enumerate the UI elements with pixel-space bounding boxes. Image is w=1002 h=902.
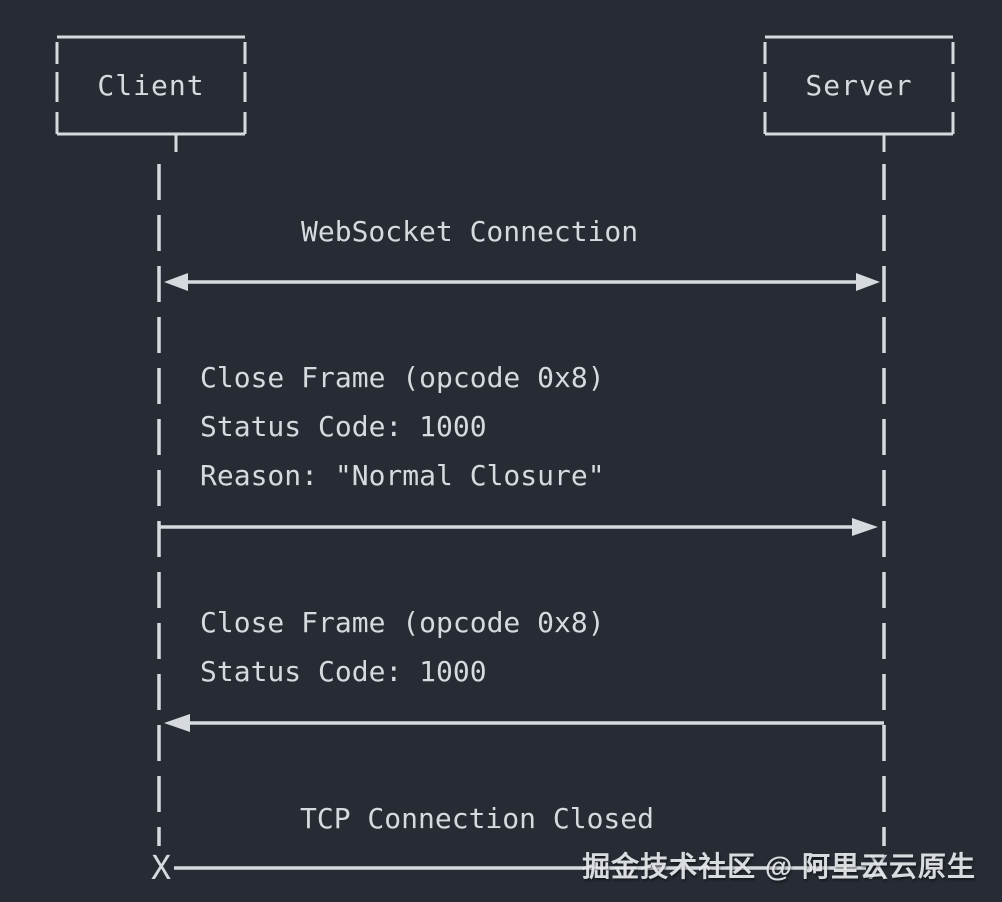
actor-server: Server — [805, 69, 913, 102]
close-frame-2-line-1: Close Frame (opcode 0x8) — [200, 606, 605, 639]
close-frame-arrow-server-to-client — [164, 714, 884, 732]
client-box — [55, 35, 247, 152]
close-frame-1-line-3: Reason: "Normal Closure" — [200, 459, 605, 492]
termination-x-server: X — [868, 848, 888, 887]
websocket-connection-label: WebSocket Connection — [301, 215, 639, 248]
close-frame-2-line-2: Status Code: 1000 — [200, 655, 487, 688]
close-frame-1-line-2: Status Code: 1000 — [200, 410, 487, 443]
actor-client: Client — [97, 69, 205, 102]
close-frame-1-line-1: Close Frame (opcode 0x8) — [200, 361, 605, 394]
tcp-connection-closed-label: TCP Connection Closed — [300, 802, 655, 835]
server-box — [763, 35, 955, 152]
websocket-connection-arrow — [164, 273, 880, 291]
watermark-text: 掘金技术社区 @ 阿里云云原生 — [582, 851, 976, 882]
close-frame-arrow-client-to-server — [159, 518, 878, 536]
termination-x-client: X — [151, 848, 171, 887]
